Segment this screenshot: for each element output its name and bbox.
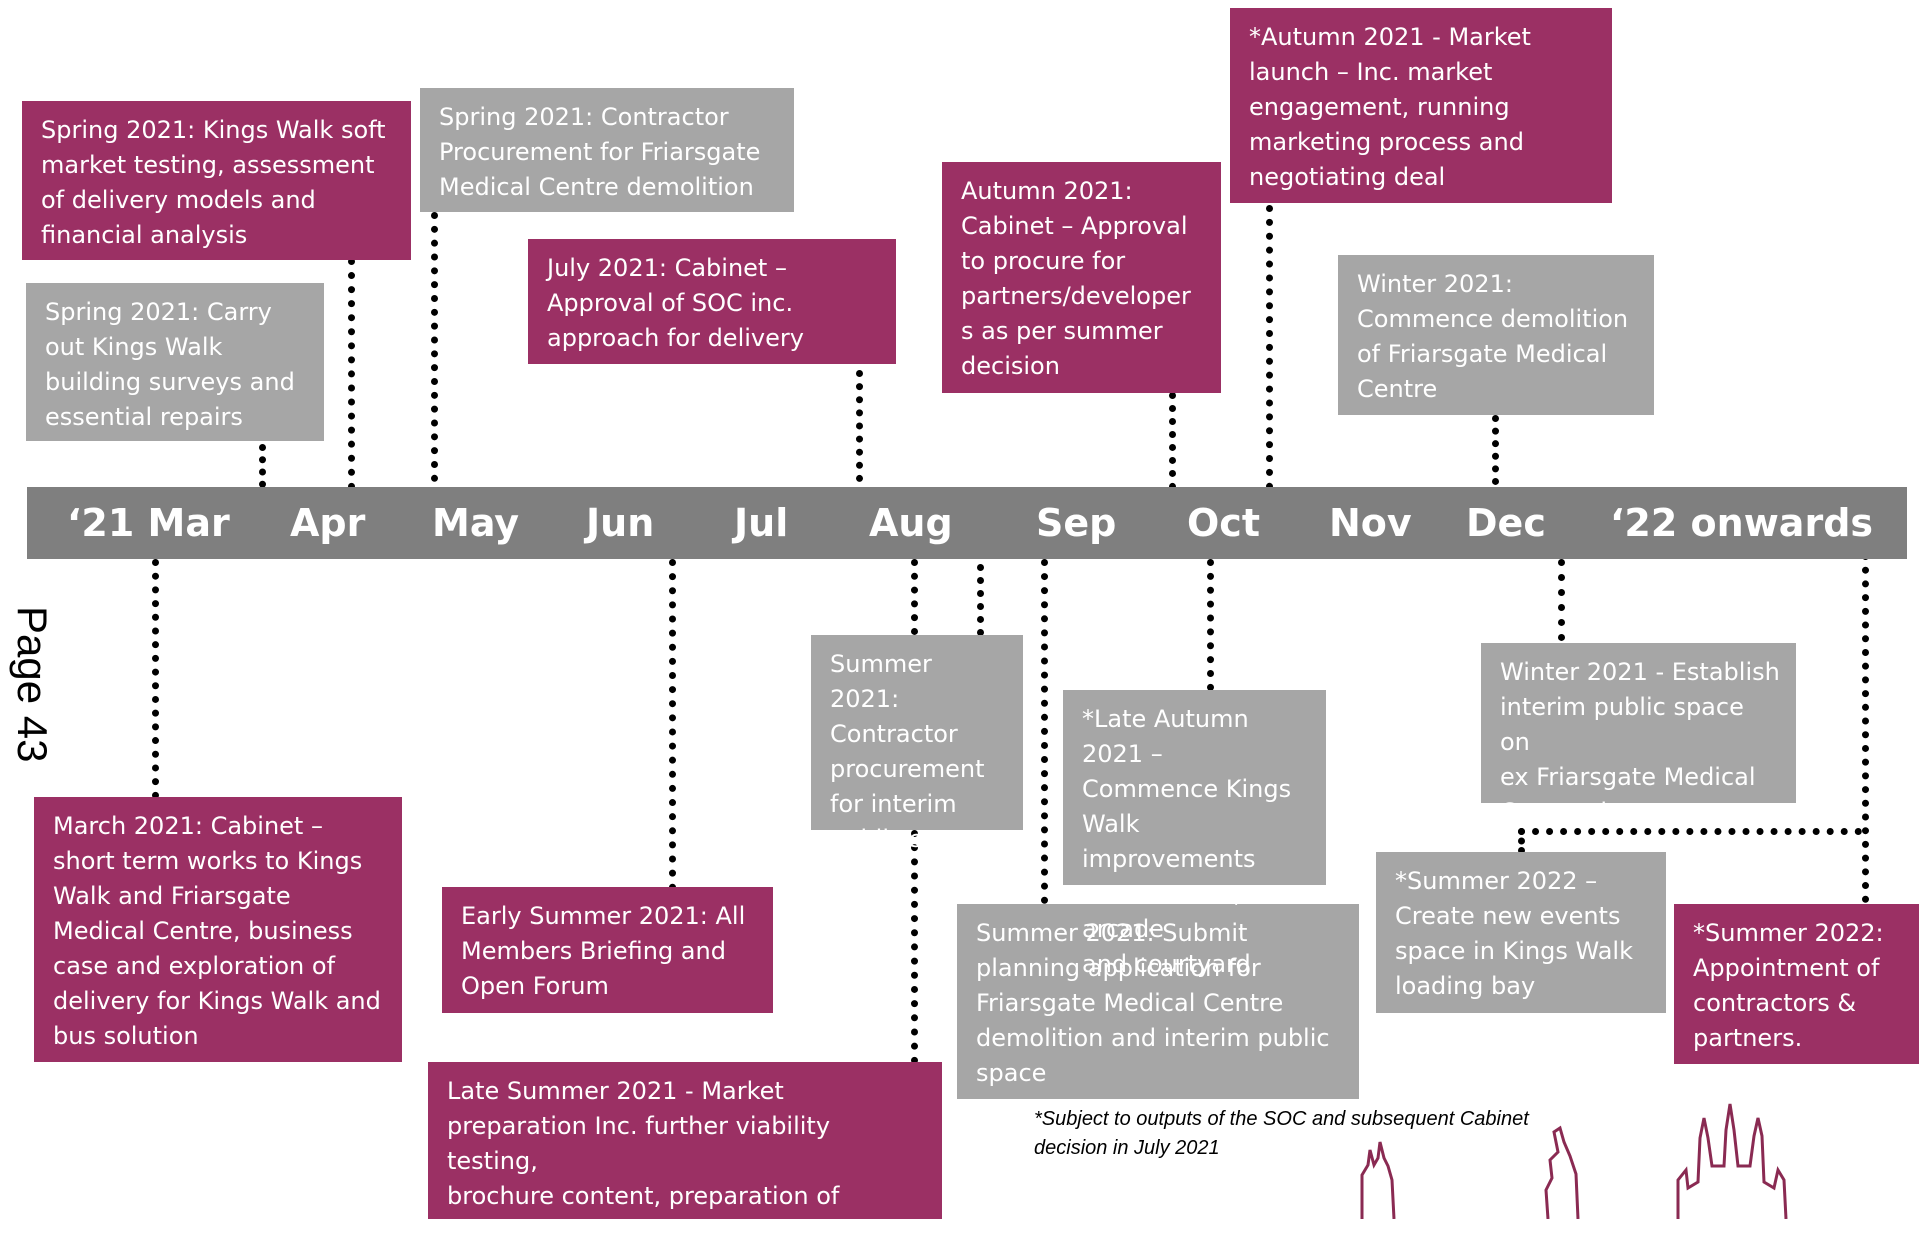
milestone-appointment: *Summer 2022: Appointment of contractors… <box>1674 904 1919 1064</box>
timeline-diagram: ‘21 Mar Apr May Jun Jul Aug Sep Oct Nov … <box>9 8 1919 1245</box>
connector-line <box>1518 828 1525 854</box>
connector-line <box>977 564 984 636</box>
connector-line <box>348 258 355 490</box>
connector-line <box>1862 553 1869 903</box>
milestone-kings-walk-testing: Spring 2021: Kings Walk soft market test… <box>22 101 411 260</box>
milestone-july-cabinet: July 2021: Cabinet – Approval of SOC inc… <box>528 239 896 364</box>
month-label: May <box>432 501 520 545</box>
connector-line <box>911 830 918 1064</box>
connector-line <box>1207 559 1214 691</box>
page-number: Page 43 <box>9 606 56 763</box>
connector-line <box>1558 559 1565 641</box>
milestone-winter-demolition: Winter 2021: Commence demolition of Fria… <box>1338 255 1654 415</box>
milestone-autumn-cabinet: Autumn 2021: Cabinet – Approval to procu… <box>942 162 1221 393</box>
milestone-market-launch: *Autumn 2021 - Market launch – Inc. mark… <box>1230 8 1612 203</box>
month-label: Aug <box>869 501 953 545</box>
connector-line <box>1169 392 1176 490</box>
milestone-market-preparation: Late Summer 2021 - Market preparation In… <box>428 1062 942 1245</box>
milestone-building-surveys: Spring 2021: Carry out Kings Walk buildi… <box>26 283 324 441</box>
connector-line <box>1518 828 1862 835</box>
milestone-interim-public-space: Winter 2021 - Establish interim public s… <box>1481 643 1796 826</box>
connector-line <box>856 370 863 482</box>
connector-line <box>1492 415 1499 485</box>
month-label: Apr <box>290 501 366 545</box>
month-label: ‘22 onwards <box>1610 501 1874 545</box>
milestone-contractor-procurement-demolition: Spring 2021: Contractor Procurement for … <box>420 88 794 212</box>
month-label: Dec <box>1466 501 1546 545</box>
month-label: Sep <box>1036 501 1117 545</box>
connector-line <box>1266 205 1273 490</box>
connector-line <box>259 444 266 500</box>
month-label: ‘21 Mar <box>67 501 230 545</box>
skyline-logo-icon <box>1360 1103 1788 1219</box>
connector-line <box>152 559 159 799</box>
milestone-members-briefing: Early Summer 2021: All Members Briefing … <box>442 887 773 1013</box>
month-label: Jul <box>734 501 789 545</box>
milestone-march-cabinet: March 2021: Cabinet – short term works t… <box>34 797 402 1062</box>
timeline-bar: ‘21 Mar Apr May Jun Jul Aug Sep Oct Nov … <box>27 487 1907 559</box>
connector-line <box>1041 559 1048 904</box>
milestone-kings-walk-improvements: *Late Autumn 2021 – Commence Kings Walk … <box>1063 690 1326 978</box>
footnote: *Subject to outputs of the SOC and subse… <box>1034 1108 1529 1159</box>
milestone-contractor-interim: Summer 2021: Contractor procurement for … <box>811 635 1023 853</box>
connector-line <box>431 212 438 482</box>
connector-line <box>911 559 918 635</box>
milestone-planning-application: Summer 2021: Submit planning application… <box>957 904 1359 1099</box>
month-label: Jun <box>586 501 655 545</box>
connector-line <box>669 559 676 891</box>
milestone-events-space: *Summer 2022 – Create new events space i… <box>1376 852 1666 1013</box>
month-label: Nov <box>1329 501 1412 545</box>
month-label: Oct <box>1187 501 1260 545</box>
